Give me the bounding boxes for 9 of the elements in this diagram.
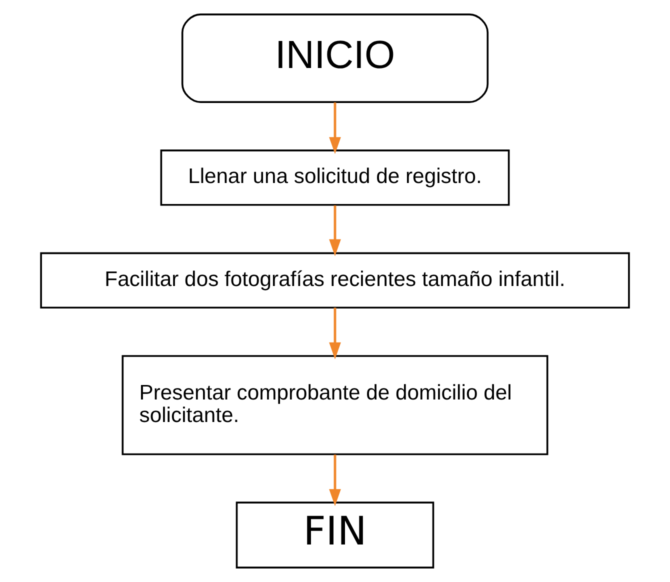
- arrow: [329, 454, 341, 506]
- arrow: [329, 205, 341, 256]
- node-box: Presentar comprobante de domicilio del solicitante.: [122, 355, 548, 456]
- node-box: Llenar una solicitud de registro.: [160, 150, 510, 206]
- node-box: Facilitar dos fotografías recientes tamaño infantil.: [40, 252, 630, 309]
- node-box: INICIO: [181, 14, 489, 103]
- node-box: FIN: [236, 502, 434, 568]
- arrow: [329, 102, 341, 154]
- arrow: [329, 308, 341, 360]
